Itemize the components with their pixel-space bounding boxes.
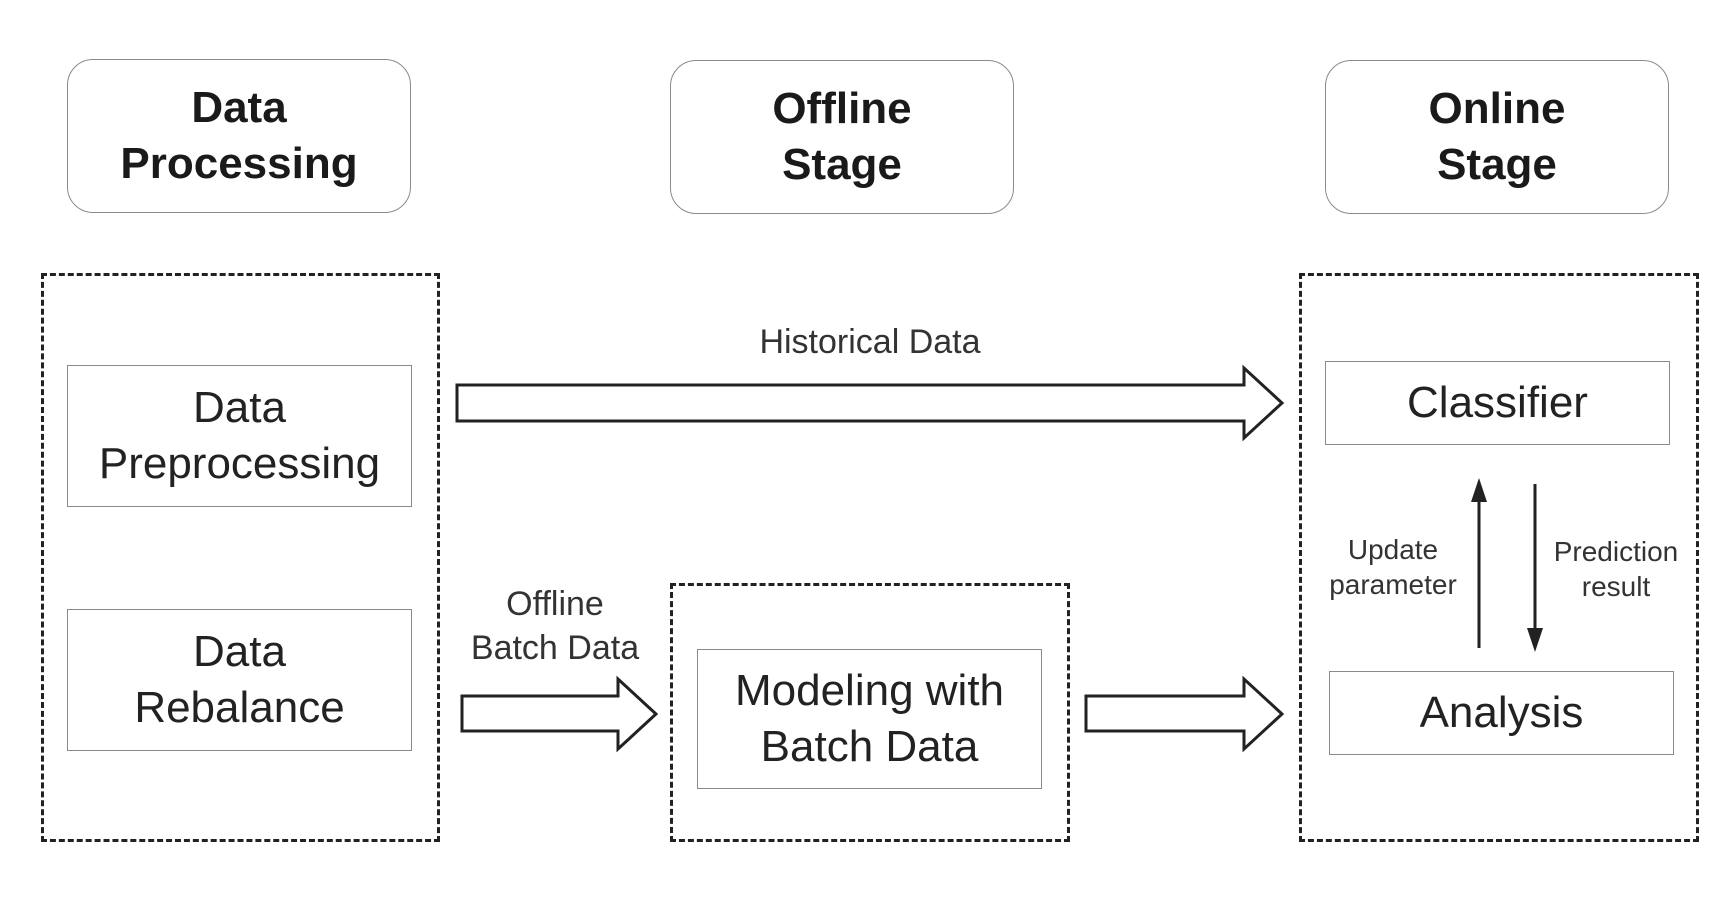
prediction-result-label: Prediction result [1553, 536, 1679, 602]
classifier-label: Classifier [1407, 378, 1588, 427]
heading-offline-stage: Offline Stage [670, 60, 1014, 214]
modeling-node: Modeling with Batch Data [697, 649, 1042, 789]
historical-data-label: Historical Data [759, 323, 981, 361]
prediction-result-arrowhead [1527, 628, 1543, 652]
heading-offline-stage-label: Offline Stage [772, 84, 912, 189]
historical-data-arrow [455, 364, 1285, 442]
analysis-node: Analysis [1329, 671, 1674, 755]
data-preprocessing-node: Data Preprocessing [67, 365, 412, 507]
data-preprocessing-label: Data Preprocessing [98, 383, 381, 488]
heading-data-processing-label: Data Processing [120, 83, 358, 188]
online-stage-group [1299, 273, 1699, 842]
update-parameter-arrowhead [1471, 478, 1487, 502]
data-processing-group [41, 273, 440, 842]
heading-data-processing: Data Processing [67, 59, 411, 213]
offline-batch-arrow [460, 675, 659, 753]
analysis-label: Analysis [1419, 688, 1584, 737]
update-parameter-label: Update parameter [1329, 534, 1457, 600]
modeling-label: Modeling with Batch Data [734, 666, 1005, 771]
heading-online-stage-label: Online Stage [1428, 84, 1566, 189]
data-rebalance-label: Data Rebalance [134, 627, 345, 732]
heading-online-stage: Online Stage [1325, 60, 1669, 214]
classifier-node: Classifier [1325, 361, 1670, 445]
offline-batch-data-label: Offline Batch Data [470, 585, 640, 667]
data-rebalance-node: Data Rebalance [67, 609, 412, 751]
offline-stage-group [670, 583, 1070, 842]
modeling-to-analysis-arrow [1084, 675, 1285, 753]
